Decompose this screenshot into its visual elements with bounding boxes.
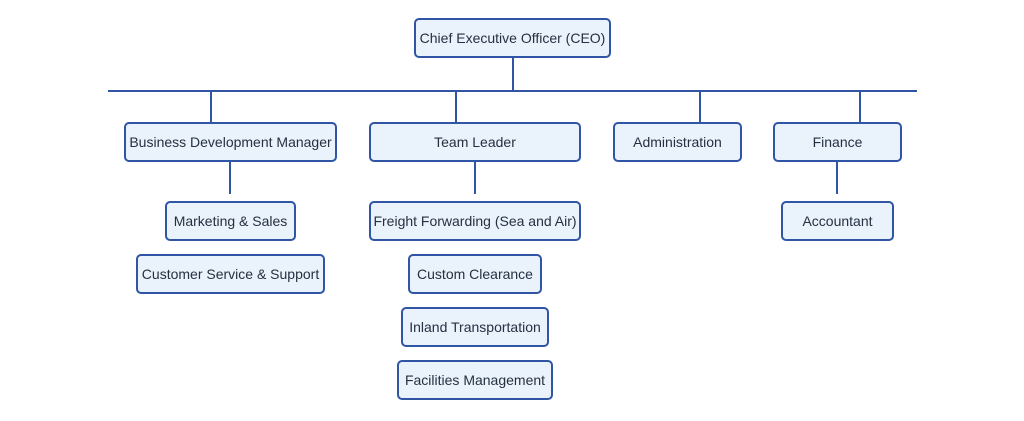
marketing-sales-node[interactable]: Marketing & Sales xyxy=(165,201,296,241)
customer-service-support-node[interactable]: Customer Service & Support xyxy=(136,254,325,294)
administration-node[interactable]: Administration xyxy=(613,122,742,162)
connector-team-leader-children xyxy=(474,161,476,194)
facilities-management-node[interactable]: Facilities Management xyxy=(397,360,553,400)
freight-forwarding-node[interactable]: Freight Forwarding (Sea and Air) xyxy=(369,201,581,241)
connector-to-finance xyxy=(859,91,861,123)
team-leader-node[interactable]: Team Leader xyxy=(369,122,581,162)
ceo-node[interactable]: Chief Executive Officer (CEO) xyxy=(414,18,611,58)
connector-horizontal-bar xyxy=(108,90,917,92)
inland-transportation-node[interactable]: Inland Transportation xyxy=(401,307,549,347)
connector-to-administration xyxy=(699,91,701,123)
business-development-manager-node[interactable]: Business Development Manager xyxy=(124,122,337,162)
connector-ceo-down xyxy=(512,57,514,91)
finance-node[interactable]: Finance xyxy=(773,122,902,162)
connector-to-team-leader xyxy=(455,91,457,123)
connector-business-development-children xyxy=(229,161,231,194)
accountant-node[interactable]: Accountant xyxy=(781,201,894,241)
connector-to-business-development xyxy=(210,91,212,123)
connector-finance-children xyxy=(836,161,838,194)
custom-clearance-node[interactable]: Custom Clearance xyxy=(408,254,542,294)
